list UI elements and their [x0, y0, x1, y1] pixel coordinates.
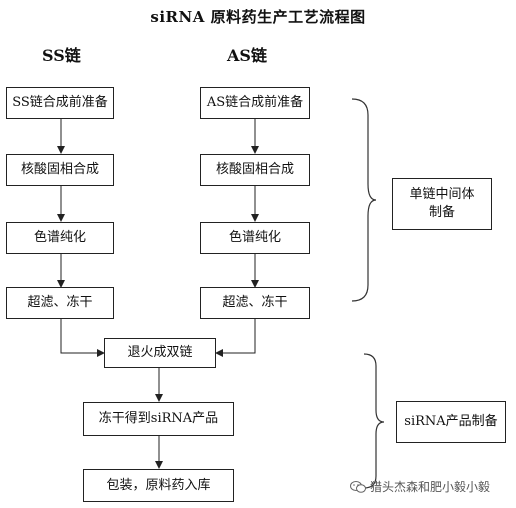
single-strand-brace — [351, 98, 377, 302]
product-brace — [363, 353, 385, 489]
annealing-step: 退火成双链 — [104, 338, 216, 368]
ss-step-prep: SS链合成前准备 — [6, 87, 114, 119]
stage-single-strand-intermediate: 单链中间体 制备 — [392, 178, 492, 230]
page-title: siRNA 原料药生产工艺流程图 — [150, 8, 366, 26]
as-chain-heading: AS链 — [227, 46, 267, 65]
ss-step-purification: 色谱纯化 — [6, 222, 114, 254]
wechat-icon — [350, 480, 366, 493]
ss-to-anneal-connector — [60, 318, 105, 357]
as-step-prep: AS链合成前准备 — [200, 87, 310, 119]
lyophilized-product-step: 冻干得到siRNA产品 — [83, 402, 234, 436]
ss-step-synthesis: 核酸固相合成 — [6, 154, 114, 186]
ss-step-lyophilization: 超滤、冻干 — [6, 287, 114, 319]
ss-chain-heading: SS链 — [42, 46, 81, 65]
as-step-purification: 色谱纯化 — [200, 222, 310, 254]
as-step-synthesis: 核酸固相合成 — [200, 154, 310, 186]
watermark: 猎头杰森和肥小毅小毅 — [350, 478, 490, 495]
as-step-lyophilization: 超滤、冻干 — [200, 287, 310, 319]
packaging-step: 包装，原料药入库 — [83, 469, 234, 502]
watermark-text: 猎头杰森和肥小毅小毅 — [370, 480, 491, 494]
stage-sirna-product: siRNA产品制备 — [396, 401, 506, 443]
as-to-anneal-connector — [215, 318, 256, 357]
